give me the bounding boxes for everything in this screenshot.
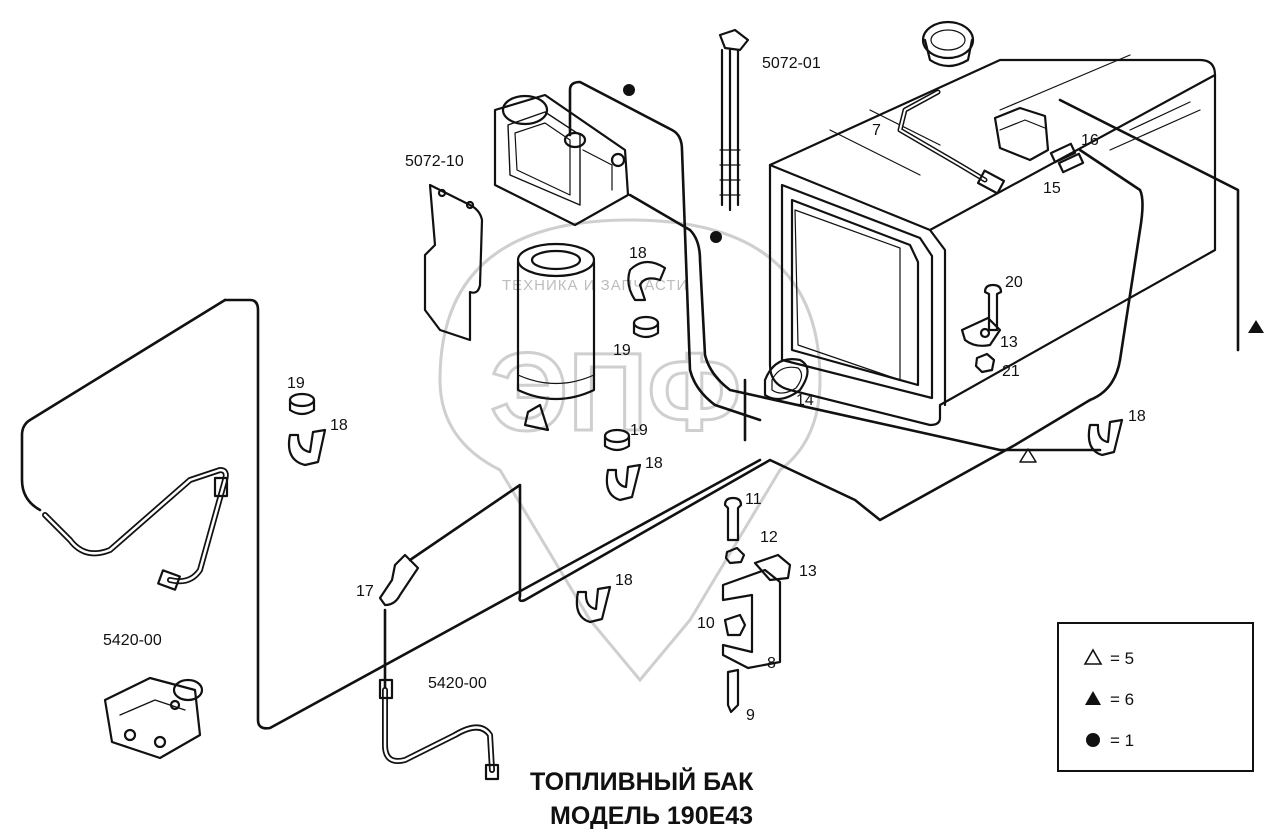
label-13-tank: 13 [1000,334,1018,351]
title-line-2: МОДЕЛЬ 190Е43 [550,802,753,830]
legend-item-open-triangle: = 5 [1110,649,1134,668]
legend-filled-triangle-icon [1085,691,1101,705]
hose-left [42,467,229,591]
fuel-tank [768,20,1217,427]
label-12: 12 [760,529,778,546]
fuel-lines [20,80,1240,730]
grommets-19 [288,315,660,452]
marker-circle [710,231,722,243]
label-5072-10: 5072-10 [405,153,464,170]
label-11: 11 [745,491,762,508]
elbow-17 [378,553,420,607]
label-20: 20 [1005,274,1023,291]
marker-circle [623,84,635,96]
label-5072-01: 5072-01 [762,55,821,72]
label-19-filter: 19 [613,342,631,359]
fuel-filter-assembly [423,93,630,432]
label-18-filter: 18 [629,245,647,262]
label-19-left: 19 [287,375,305,392]
legend-item-filled-triangle: = 6 [1110,690,1134,709]
fuel-pump [103,676,204,760]
hose-bottom [378,678,500,781]
drawing [20,20,1264,781]
label-7: 7 [872,122,881,139]
label-18-left: 18 [330,417,348,434]
clamps-18 [287,260,1124,624]
part-labels: 5072-01 5072-10 5420-00 5420-00 7 8 9 10… [103,55,1146,724]
tank-fasteners [960,283,1003,374]
legend-item-filled-circle: = 1 [1110,731,1134,750]
sender-unit [993,106,1085,174]
label-15: 15 [1043,180,1061,197]
label-8: 8 [767,655,776,672]
marker-open-triangle [1019,448,1037,463]
legend-box [1057,622,1254,772]
label-13-bracket: 13 [799,563,817,580]
label-5420-00-left: 5420-00 [103,632,162,649]
label-9: 9 [746,707,755,724]
pipe-7 [897,89,1006,195]
label-19-mid: 19 [630,422,648,439]
label-10: 10 [697,615,715,632]
legend: = 5 = 6 = 1 [1057,622,1254,772]
legend-open-triangle-icon [1083,648,1103,665]
title-line-1: ТОПЛИВНЫЙ БАК [530,766,754,796]
label-21: 21 [1002,363,1020,380]
legend-filled-circle-icon [1086,733,1100,747]
label-17: 17 [356,583,374,600]
diagram-title: ТОПЛИВНЫЙ БАК МОДЕЛЬ 190Е43 [530,766,754,830]
label-16: 16 [1081,132,1099,149]
line-markers [623,84,1264,463]
label-18-right: 18 [1128,408,1146,425]
label-14: 14 [796,392,814,409]
label-5420-00-bottom: 5420-00 [428,675,487,692]
label-18-mid: 18 [645,455,663,472]
bracket-8 [721,496,792,714]
strap-14 [763,358,809,401]
label-18-bottom: 18 [615,572,633,589]
marker-filled-triangle [1248,320,1264,333]
level-sender [718,28,750,212]
